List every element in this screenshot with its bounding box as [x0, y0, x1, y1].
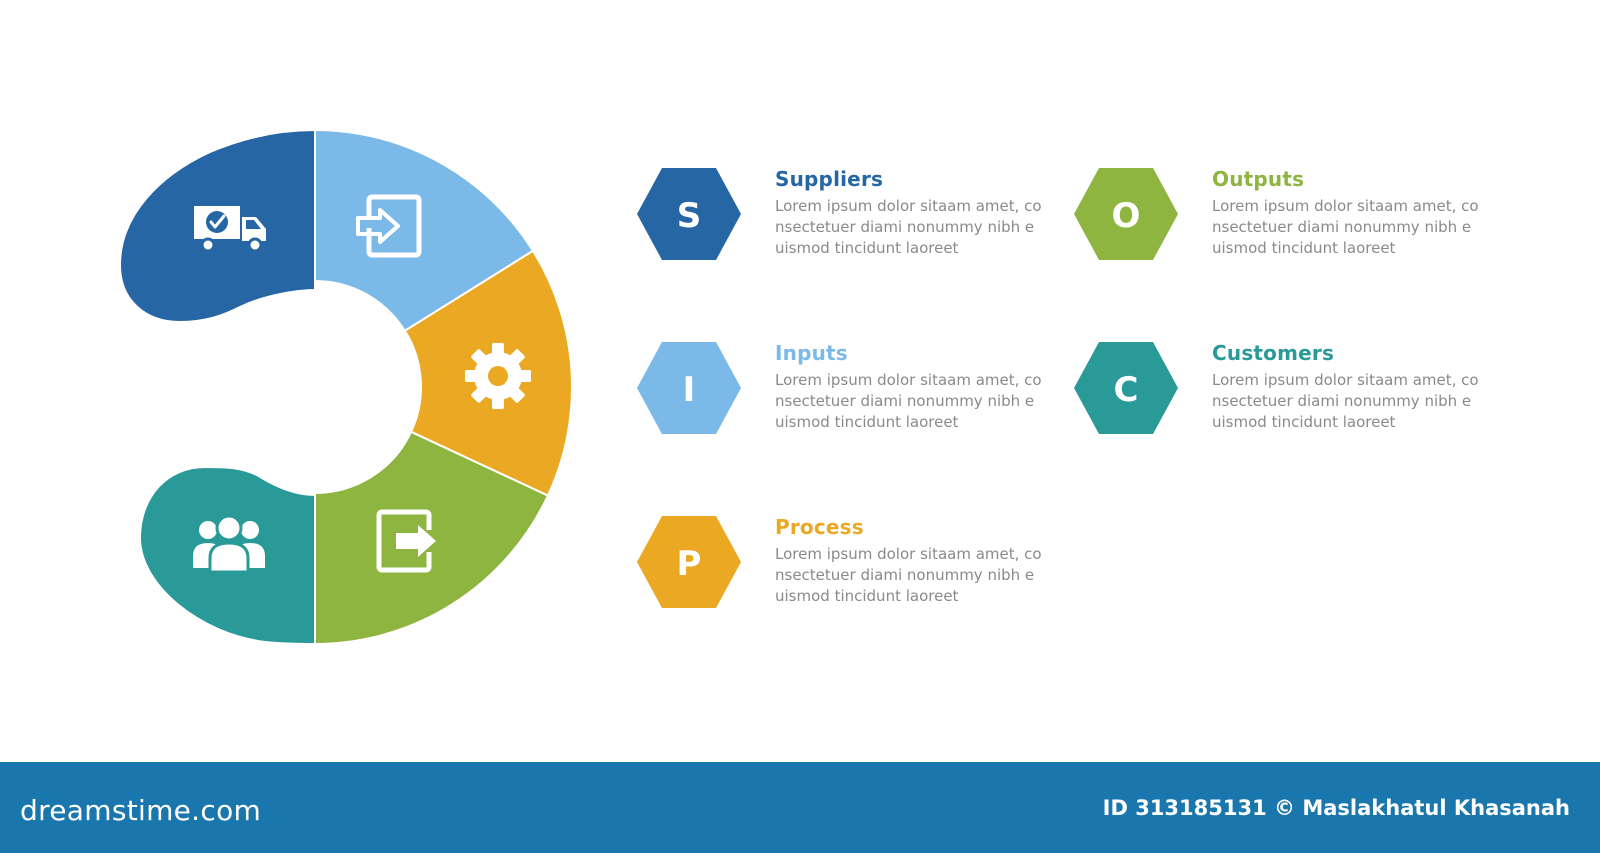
- item-description-suppliers: Lorem ipsum dolor sitaam amet, co nsecte…: [775, 197, 1042, 257]
- enter-document-icon: [355, 194, 422, 258]
- item-title-process: Process: [775, 515, 864, 539]
- hexagon-letter-customers: C: [1114, 370, 1139, 410]
- hexagon-letter-outputs: O: [1112, 196, 1141, 236]
- hexagon-badge-customers: C: [1073, 341, 1179, 435]
- footer-credit: ID 313185131 © Maslakhatul Khasanah: [1102, 796, 1570, 820]
- item-title-inputs: Inputs: [775, 341, 848, 365]
- hexagon-badge-process: P: [636, 515, 742, 609]
- item-title-customers: Customers: [1212, 341, 1335, 365]
- hexagon-badge-suppliers: S: [636, 167, 742, 261]
- hexagon-badge-outputs: O: [1073, 167, 1179, 261]
- item-description-customers: Lorem ipsum dolor sitaam amet, co nsecte…: [1212, 371, 1479, 431]
- exit-document-icon: [376, 509, 436, 573]
- gear-icon: [465, 343, 531, 409]
- ring-segment-inputs: [314, 128, 535, 333]
- hexagon-letter-process: P: [677, 544, 702, 584]
- hexagon-badge-inputs: I: [636, 341, 742, 435]
- item-description-inputs: Lorem ipsum dolor sitaam amet, co nsecte…: [775, 371, 1042, 431]
- hexagon-letter-suppliers: S: [677, 196, 702, 236]
- item-title-suppliers: Suppliers: [775, 167, 884, 191]
- item-description-process: Lorem ipsum dolor sitaam amet, co nsecte…: [775, 545, 1042, 605]
- delivery-truck-icon: [194, 206, 266, 253]
- footer-bar: dreamstime.com ID 313185131 © Maslakhatu…: [0, 762, 1600, 853]
- item-description-outputs: Lorem ipsum dolor sitaam amet, co nsecte…: [1212, 197, 1479, 257]
- people-group-icon: [193, 514, 265, 574]
- item-title-outputs: Outputs: [1212, 167, 1305, 191]
- footer-logo[interactable]: dreamstime.com: [20, 794, 262, 827]
- hexagon-letter-inputs: I: [683, 370, 696, 410]
